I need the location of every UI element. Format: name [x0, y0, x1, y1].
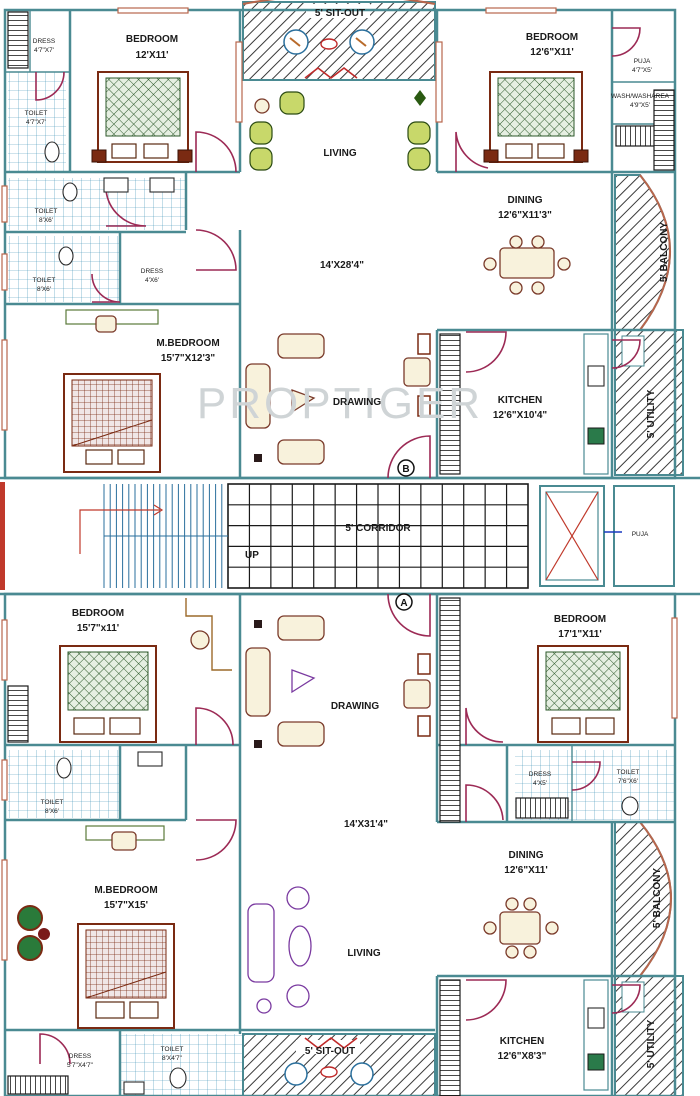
label-toilet-br-size: 7'6"X6': [618, 778, 638, 785]
room-labels: 5' SIT-OUT BEDROOM 12'X11' BEDROOM 12'6"…: [25, 8, 670, 1069]
label-lower-flat-size: 14'X31'4": [344, 819, 388, 830]
label-toilet-mid2: TOILET: [33, 277, 56, 284]
label-washarea-tr-size: 4'9"X5': [630, 102, 650, 109]
label-sitout-bottom: 5' SIT-OUT: [305, 1046, 355, 1057]
label-kitchen-top: KITCHEN: [498, 395, 542, 406]
doors: [35, 27, 641, 1065]
label-dress-mid: DRESS: [141, 268, 164, 275]
flat-marker-b: B: [397, 459, 415, 477]
label-kitchen-bottom: KITCHEN: [500, 1036, 544, 1047]
label-toilet-bl-size: 8'X6': [45, 808, 59, 815]
drawing-top-furniture: [245, 333, 431, 465]
dining-table-top: [483, 235, 571, 295]
label-dining-top: DINING: [508, 195, 543, 206]
label-toilet-tl: TOILET: [25, 110, 48, 117]
label-utility-top: 5' UTILITY: [646, 389, 657, 438]
label-bedroom-tl: BEDROOM: [126, 34, 178, 45]
label-kitchen-top-size: 12'6"X10'4": [493, 410, 548, 421]
label-dress-bl: DRESS: [69, 1053, 92, 1060]
label-toilet-bottom: TOILET: [161, 1046, 184, 1053]
sitout-chairs-bottom: [284, 1062, 374, 1086]
kitchen-fittings: [583, 333, 609, 1091]
label-washarea-tr: WASH/WASHAREA: [611, 93, 670, 100]
label-mbedroom-top-size: 15'7"X12'3": [161, 353, 216, 364]
label-drawing-top: DRAWING: [333, 397, 382, 408]
label-toilet-mid1-size: 8'X6': [39, 217, 53, 224]
drawing-bottom-furniture: [245, 615, 431, 748]
label-mbedroom-bottom-size: 15'7"X15': [104, 900, 148, 911]
label-mbedroom-top: M.BEDROOM: [156, 338, 219, 349]
label-upper-flat-size: 14'X28'4": [320, 260, 364, 271]
toilet-fixtures: [44, 141, 639, 1095]
bed-top-left: [91, 71, 193, 163]
label-bedroom-bl-size: 15'7"x11': [77, 623, 119, 634]
label-puja-tr-size: 4'7"X5': [632, 67, 652, 74]
flat-marker-b-text: B: [402, 464, 409, 475]
label-toilet-mid2-size: 8'X6': [37, 286, 51, 293]
balcony-top-area: [614, 174, 671, 331]
label-dress-tl: DRESS: [33, 38, 56, 45]
walls: [3, 8, 677, 1096]
label-bedroom-tl-size: 12'X11': [135, 50, 168, 61]
sitout-chairs-top: [283, 29, 375, 55]
label-living-bottom: LIVING: [347, 948, 381, 959]
label-stair-up: UP: [245, 550, 259, 561]
living-top-furniture: [249, 90, 431, 171]
label-bedroom-bl: BEDROOM: [72, 608, 124, 619]
label-bedroom-br: BEDROOM: [554, 614, 606, 625]
study-desks: [17, 309, 232, 961]
label-dress-tl-size: 4'7"X7': [34, 47, 54, 54]
bed-master-bottom: [77, 923, 175, 1029]
flat-marker-a-text: A: [400, 598, 407, 609]
grille-panels: [7, 11, 675, 1096]
label-drawing-bottom: DRAWING: [331, 701, 380, 712]
label-balcony-top: 5' BALCONY: [659, 222, 670, 282]
label-dining-bottom-size: 12'6"X11': [504, 865, 547, 876]
label-kitchen-bottom-size: 12'6"X8'3": [498, 1051, 547, 1062]
label-puja-mid: PUJA: [632, 531, 649, 538]
label-toilet-bl: TOILET: [41, 799, 64, 806]
label-dress-br-size: 4'X5': [533, 780, 547, 787]
label-bedroom-tr: BEDROOM: [526, 32, 578, 43]
watermark-text: PROPTIGER: [197, 379, 483, 428]
label-bedroom-br-size: 17'1"X11': [558, 629, 601, 640]
sitout-top-area: [242, 0, 436, 81]
label-balcony-bottom: 5' BALCONY: [652, 868, 663, 928]
utility-top-area: [614, 329, 684, 476]
bed-top-right: [483, 71, 589, 163]
label-dress-bl-size: 5'7"X4'7": [67, 1062, 94, 1069]
label-toilet-mid1: TOILET: [35, 208, 58, 215]
bed-bottom-left: [59, 645, 157, 743]
label-bedroom-tr-size: 12'6"X11': [530, 47, 573, 58]
label-dress-mid-size: 4'X6': [145, 277, 159, 284]
label-puja-tr: PUJA: [634, 58, 651, 65]
label-utility-bottom: 5' UTILITY: [646, 1019, 657, 1068]
dining-table-bottom: [483, 897, 559, 959]
balcony-bottom-area: [614, 821, 672, 977]
bed-bottom-right: [537, 645, 629, 743]
label-toilet-bottom-size: 8'X4'7": [162, 1055, 183, 1062]
label-living-top: LIVING: [323, 148, 357, 159]
bed-master-top: [63, 373, 161, 473]
label-toilet-br: TOILET: [617, 769, 640, 776]
lift-shaft: [539, 485, 605, 587]
label-dining-top-size: 12'6"X11'3": [498, 210, 552, 221]
windows: [1, 7, 678, 961]
sitout-bottom-area: [242, 1033, 436, 1096]
utility-bottom-area: [614, 975, 684, 1096]
corridor-area: [0, 476, 700, 596]
living-bottom-furniture: [247, 886, 312, 1014]
label-toilet-tl-size: 4'7"X7': [26, 119, 46, 126]
tiled-areas: [8, 72, 675, 1096]
staircase: [103, 484, 228, 588]
label-mbedroom-bottom: M.BEDROOM: [94, 885, 157, 896]
flat-marker-a: A: [395, 593, 413, 611]
label-sitout-top: 5' SIT-OUT: [315, 8, 365, 19]
label-corridor: 5' CORRIDOR: [345, 523, 411, 534]
label-dress-br: DRESS: [529, 771, 552, 778]
label-dining-bottom: DINING: [509, 850, 544, 861]
